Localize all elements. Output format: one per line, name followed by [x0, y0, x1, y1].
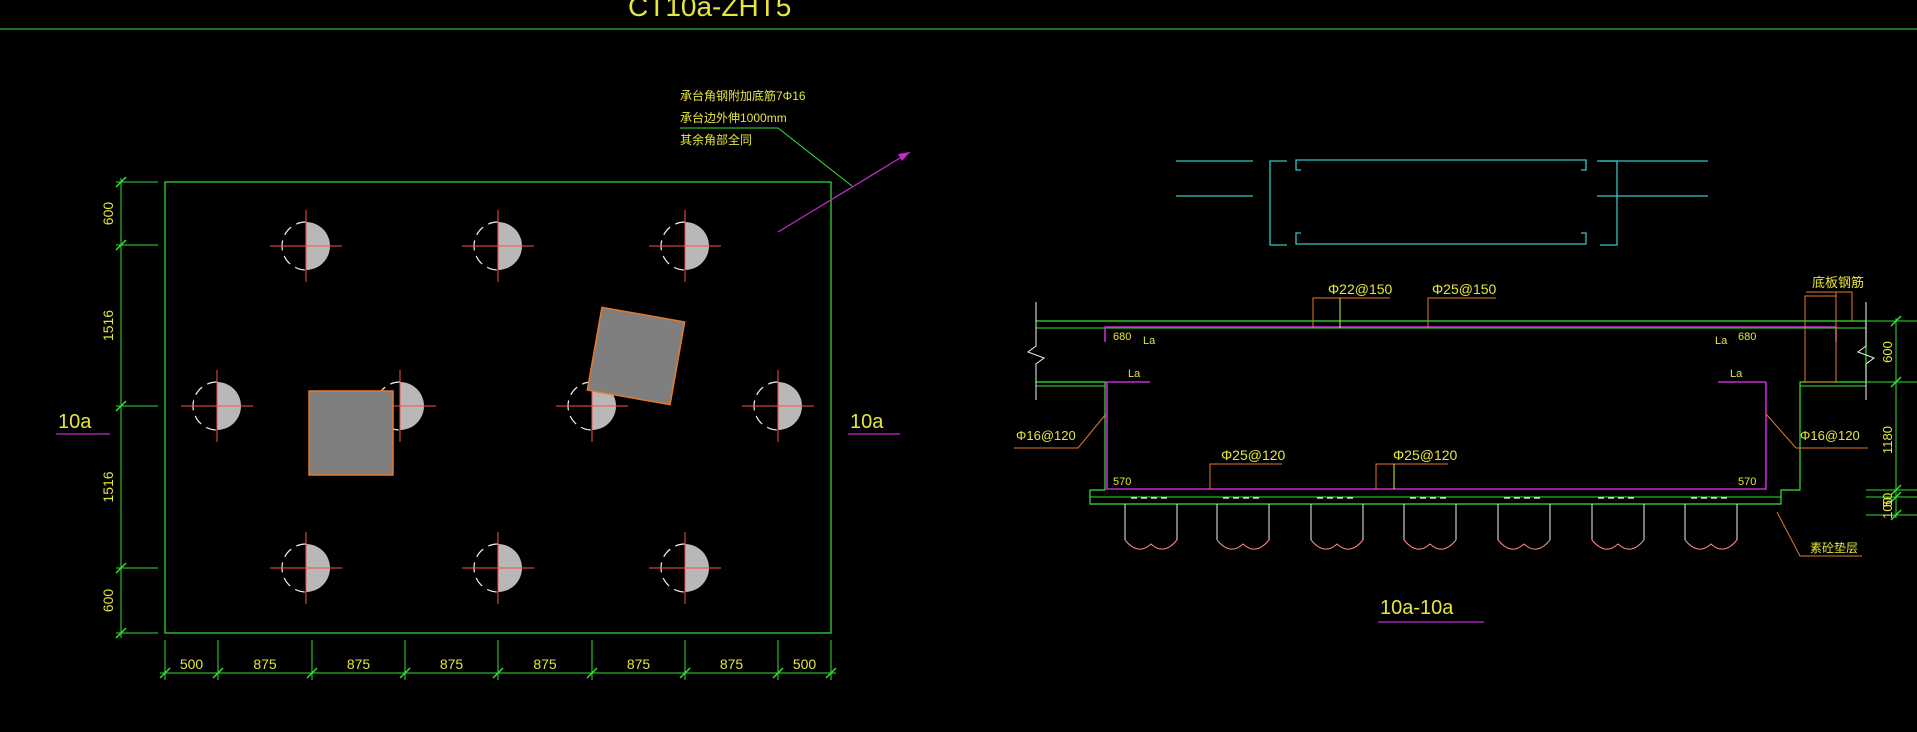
dim-bottom-1: 500: [180, 656, 204, 672]
bottom-note: 素砼垫层: [1810, 540, 1858, 555]
corner-top-left: 680: [1113, 331, 1131, 343]
dim-right-2: 1180: [1880, 426, 1895, 454]
dim-bottom-4: 875: [440, 656, 464, 672]
bottom-bar-label-1: Φ25@120: [1221, 447, 1286, 463]
section-title[interactable]: 10a-10a: [1380, 597, 1454, 619]
section-pile-3[interactable]: [1310, 497, 1364, 550]
section-view: Φ22@150 Φ25@150 Φ25@120 Φ25@120 Φ16@120 …: [1014, 275, 1917, 623]
pile-9[interactable]: [462, 532, 534, 604]
section-pile-7[interactable]: [1684, 497, 1738, 550]
note-line-1: 承台角钢附加底筋7Φ16: [680, 88, 806, 103]
la-label-4: La: [1730, 368, 1743, 380]
dim-left-3: 1516: [100, 471, 116, 502]
break-mark-left: [1026, 302, 1046, 400]
note-arrow-head: [898, 152, 910, 161]
note-arrow-line: [777, 151, 911, 233]
section-mark-right[interactable]: 10a: [850, 411, 884, 433]
dim-bottom-5: 875: [533, 656, 557, 672]
note-line-3: 其余角部全同: [680, 132, 752, 147]
section-pile-5[interactable]: [1497, 497, 1551, 550]
note-leader: [680, 127, 853, 187]
bottom-rebar[interactable]: [1106, 382, 1767, 490]
section-pile-1[interactable]: [1124, 497, 1178, 550]
section-mark-left[interactable]: 10a: [58, 411, 92, 433]
dim-left-2: 1516: [100, 310, 116, 341]
pile-cap-outline[interactable]: [164, 181, 832, 634]
rebar-detail-view: [1176, 159, 1708, 246]
plan-left-dimensions: 600 1516 1516 600: [100, 176, 158, 639]
dim-left-1: 600: [100, 202, 116, 226]
plan-view: 10a 10a 承台角钢附加底筋7Φ16 承台边外伸1000mm 其余角部全同 …: [56, 88, 911, 680]
section-pile-4[interactable]: [1403, 497, 1457, 550]
corner-top-right: 680: [1738, 331, 1756, 343]
pile-4[interactable]: [181, 370, 253, 442]
dim-right-4: 100: [1880, 497, 1895, 519]
section-pile-group: [1124, 497, 1738, 550]
section-pile-2[interactable]: [1216, 497, 1270, 550]
la-label-1: La: [1143, 335, 1156, 347]
right-note: 底板钢筋: [1812, 275, 1864, 290]
dim-right-1: 600: [1880, 341, 1895, 363]
pile-3[interactable]: [649, 210, 721, 282]
section-pile-6[interactable]: [1591, 497, 1645, 550]
pile-1[interactable]: [270, 210, 342, 282]
note-line-2: 承台边外伸1000mm: [680, 110, 787, 125]
top-bar-label-1: Φ22@150: [1328, 281, 1393, 297]
dim-right-3: 50: [1880, 493, 1895, 507]
pile-2[interactable]: [462, 210, 534, 282]
corner-bottom-right: 570: [1738, 476, 1756, 488]
dim-bottom-8: 500: [793, 656, 817, 672]
dim-bottom-6: 875: [627, 656, 651, 672]
la-label-2: La: [1715, 335, 1728, 347]
side-bar-label-right: Φ16@120: [1800, 428, 1860, 443]
column-left[interactable]: [308, 390, 394, 476]
pile-10[interactable]: [649, 532, 721, 604]
dim-bottom-2: 875: [253, 656, 277, 672]
pile-8[interactable]: [270, 532, 342, 604]
la-label-3: La: [1128, 368, 1141, 380]
drawing-title: CT10a-ZHT5: [628, 0, 791, 22]
side-bar-label-left: Φ16@120: [1016, 428, 1076, 443]
dim-bottom-7: 875: [720, 656, 744, 672]
pile-7[interactable]: [742, 370, 814, 442]
corner-bottom-left: 570: [1113, 476, 1131, 488]
dim-bottom-3: 875: [347, 656, 371, 672]
break-mark-right: [1856, 302, 1876, 400]
bottom-bar-label-2: Φ25@120: [1393, 447, 1458, 463]
column-right-rotated[interactable]: [586, 306, 686, 406]
top-bar-label-2: Φ25@150: [1432, 281, 1497, 297]
pile-group: [181, 210, 814, 604]
plan-bottom-dimensions: 500 875 875 875 875 875 875 500: [159, 640, 837, 680]
dim-left-4: 600: [100, 589, 116, 613]
